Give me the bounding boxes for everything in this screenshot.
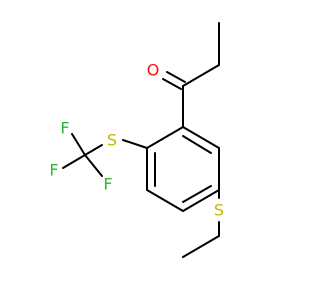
ring-bond-6-inner [182, 135, 212, 154]
structure-canvas: O S F F F S [49, 22, 224, 258]
carbonyl-double-bond-a [162, 78, 182, 90]
bond-ring-s [122, 139, 148, 149]
bond-c-f2 [62, 154, 86, 169]
benzene-ring [146, 126, 220, 212]
oxygen-atom: O [147, 61, 160, 80]
ring-bond-6 [182, 126, 220, 149]
bond-s-cf3 [84, 144, 103, 156]
propanoyl-group: O [147, 22, 220, 128]
ring-bond-4-inner [182, 185, 212, 203]
bond-c-f1 [71, 133, 86, 156]
trifluoromethylthio-group: S F F F [49, 119, 148, 194]
ring-bond-3 [146, 189, 184, 212]
fluorine-atom-3: F [103, 175, 112, 194]
bond-carbonyl-ch2 [182, 64, 220, 87]
molecule-diagram: O S F F F S [49, 22, 224, 258]
sulfur-atom-sme: S [214, 201, 224, 220]
methylthio-group: S [182, 189, 224, 258]
ring-bond-4 [182, 189, 220, 212]
bond-ch3-end [182, 235, 220, 258]
bond-c-f3 [84, 154, 103, 177]
fluorine-atom-2: F [49, 161, 58, 180]
sulfur-atom-scf3: S [107, 131, 117, 150]
fluorine-atom-1: F [60, 119, 69, 138]
carbonyl-double-bond-b [166, 71, 186, 83]
ring-bond-1 [146, 126, 184, 149]
